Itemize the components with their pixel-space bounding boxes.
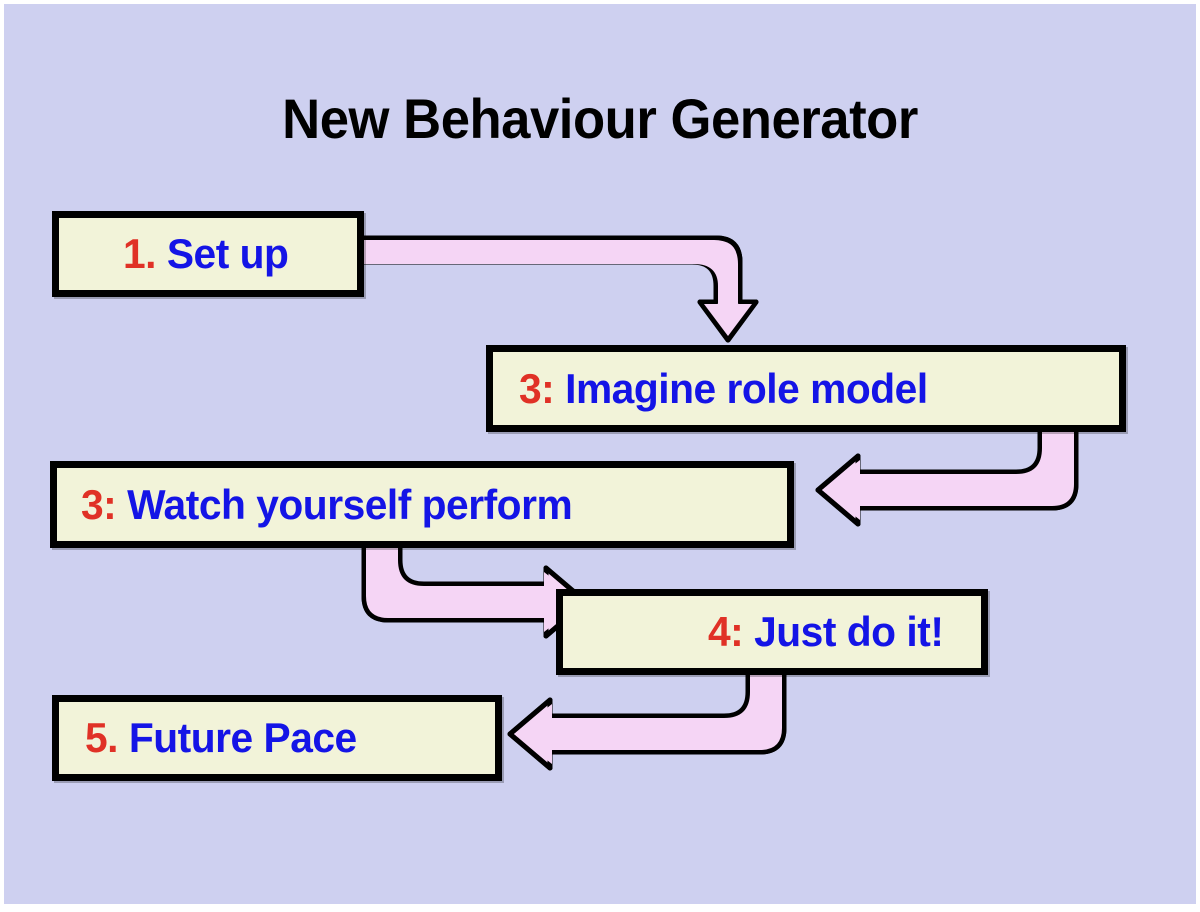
step-5-text: Future Pace [128, 714, 357, 761]
arrow-2-to-3 [790, 425, 1090, 558]
step-2-label: 3: Imagine role model [519, 364, 928, 412]
step-box-2[interactable]: 3: Imagine role model [486, 345, 1126, 432]
step-box-4[interactable]: 4: Just do it! [556, 589, 988, 675]
step-3-text: Watch yourself perform [127, 480, 573, 528]
step-1-label: 1. Set up [122, 230, 289, 277]
step-4-text: Just do it! [754, 608, 944, 655]
page-title: New Behaviour Generator [282, 87, 918, 150]
step-2-text: Imagine role model [565, 364, 928, 412]
step-5-number: 5. [85, 714, 119, 761]
step-4-label: 4: Just do it! [708, 608, 944, 655]
step-3-label: 3: Watch yourself perform [81, 480, 573, 528]
step-5-label: 5. Future Pace [85, 717, 357, 759]
step-1-text: Set up [166, 230, 289, 277]
step-3-number: 3: [81, 480, 117, 528]
step-1-number: 1. [122, 230, 156, 277]
step-box-5[interactable]: 5. Future Pace [52, 695, 502, 781]
arrow-1-to-2 [353, 232, 759, 352]
step-2-number: 3: [519, 364, 555, 412]
step-box-3[interactable]: 3: Watch yourself perform [50, 461, 794, 548]
step-box-1[interactable]: 1. Set up [52, 211, 364, 297]
arrow-4-to-5 [498, 669, 798, 802]
step-4-number: 4: [708, 608, 744, 655]
slide-canvas: New Behaviour Generator [4, 4, 1196, 904]
